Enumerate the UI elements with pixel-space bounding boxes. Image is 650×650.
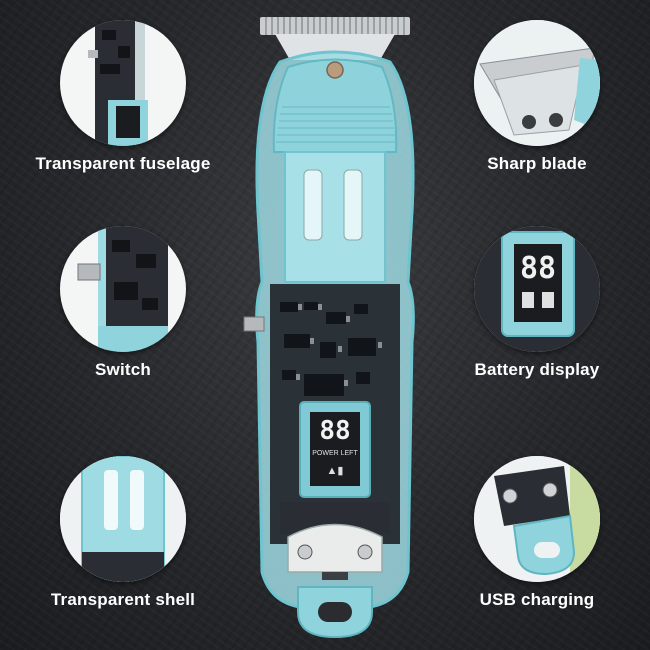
label-sharp-blade: Sharp blade <box>487 154 587 173</box>
label-battery-display: Battery display <box>474 360 600 379</box>
display-digits: 88 <box>319 416 351 446</box>
battery-plug-icon: ▲▮ <box>326 465 344 477</box>
display-caption: POWER LEFT <box>312 450 358 457</box>
switch-image <box>60 226 186 352</box>
battery-display-image: 88 <box>474 226 600 352</box>
shell-image <box>60 456 186 582</box>
svg-text:88: 88 <box>520 251 556 286</box>
trimmer-main-image: 88 POWER LEFT ▲▮ <box>240 12 430 642</box>
label-switch: Switch <box>95 360 151 379</box>
label-transparent-fuselage: Transparent fuselage <box>35 154 211 173</box>
label-transparent-shell: Transparent shell <box>50 590 196 609</box>
blade-image <box>474 20 600 146</box>
label-usb-charging: USB charging <box>479 590 595 609</box>
usb-charging-image <box>474 456 600 582</box>
fuselage-image <box>60 20 186 146</box>
